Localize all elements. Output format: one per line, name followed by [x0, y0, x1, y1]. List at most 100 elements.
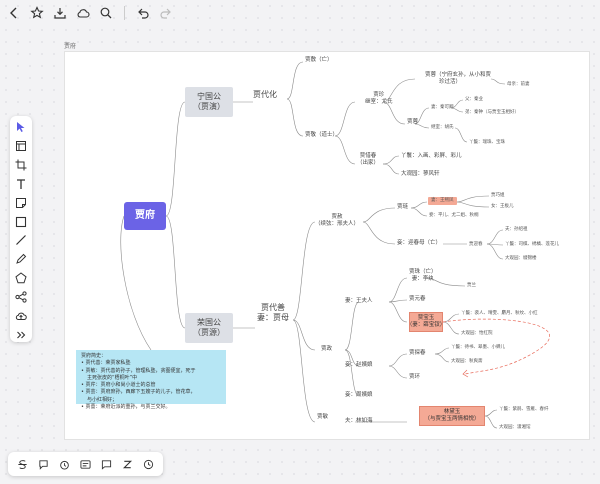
- jia-rong-node[interactable]: 贾蓉（宁府玄孙，从小和贾 珍过活）: [425, 72, 491, 86]
- polygon-icon[interactable]: [13, 271, 29, 286]
- back-icon[interactable]: [6, 5, 22, 21]
- tanchun-node[interactable]: 贾探春: [409, 350, 426, 356]
- rongguo-node[interactable]: 荣国公 （贾源）: [185, 313, 233, 343]
- share-icon[interactable]: [13, 289, 29, 304]
- yingchun-garden[interactable]: 大观园：缀锦楼: [505, 256, 537, 261]
- jia-huan-node[interactable]: 贾环: [409, 374, 421, 380]
- tanchun-maids[interactable]: 丫鬟：待书、翠墨、小蝉儿: [451, 345, 505, 350]
- line-icon[interactable]: [13, 233, 29, 248]
- note-item: 贾敏：贾代善的孙子，管理私塾，贪图便宜，死于: [81, 368, 221, 375]
- jia-zhu-node[interactable]: 贾珠（亡） 妻：李纨: [409, 269, 437, 283]
- jia-min-name: 贾敏: [317, 414, 329, 420]
- xichun-name: 贾惜春: [359, 153, 377, 159]
- qin-father[interactable]: 父：秦业: [465, 97, 483, 102]
- timer-icon[interactable]: [57, 456, 73, 472]
- vote-icon[interactable]: [141, 456, 157, 472]
- rectangle-icon[interactable]: [13, 214, 29, 229]
- lady-wang-node[interactable]: 妻：王夫人: [345, 298, 373, 304]
- root-node[interactable]: 贾府: [124, 202, 166, 230]
- jia-lan[interactable]: 贾兰: [467, 283, 476, 288]
- message-icon[interactable]: [99, 456, 115, 472]
- note-item-cont: 与小红相好；: [87, 396, 118, 403]
- daiyu-node[interactable]: 林黛玉 （与贾宝玉两情相悦）: [419, 406, 485, 426]
- rongguo-heir-wife: 妻：贾母: [257, 313, 289, 322]
- jia-jing-node[interactable]: 贾敬（道士）: [305, 132, 339, 138]
- note-item-cont: 主死张皮的“梧桐叶”中: [87, 374, 138, 381]
- yuanchun-node[interactable]: 贾元春: [409, 296, 426, 302]
- rongguo-name: （贾源）: [193, 328, 225, 337]
- baoyu-garden[interactable]: 大观园：怡红院: [461, 331, 493, 336]
- rongguo-heir-name: 贾代善: [261, 303, 285, 312]
- ningguo-name: （贾演）: [193, 102, 225, 111]
- history-note[interactable]: 贾府简史： 贾代善：荣贾家私塾 贾敏：贾代善的孙子，管理私塾，贪图便宜，死于 主…: [76, 350, 226, 410]
- zhao-node[interactable]: 妾：赵姨娘: [345, 362, 373, 368]
- text-icon[interactable]: [13, 176, 29, 191]
- cloud-icon[interactable]: [75, 5, 91, 21]
- bottom-toolbar: [8, 452, 163, 476]
- ningguo-title: 宁国公: [197, 92, 221, 101]
- jia-min-node[interactable]: 贾敏: [317, 414, 328, 421]
- select-arrow-icon[interactable]: [13, 120, 29, 135]
- jia-xichun-node[interactable]: 贾惜春 （出家）: [357, 153, 379, 167]
- crop-icon[interactable]: [13, 158, 29, 173]
- baoyu-name: 贾宝玉: [417, 315, 435, 322]
- rongguo-heir[interactable]: 贾代善 妻：贾母: [257, 303, 289, 323]
- board-title: 贾府: [64, 43, 77, 50]
- yingchun-maids[interactable]: 丫鬟：司棋、绣橘、莲花儿: [505, 242, 559, 247]
- xichun-garden[interactable]: 大观园：蓼风轩: [401, 171, 440, 177]
- baoyu-maids[interactable]: 丫鬟：袭人、晴雯、麝月、秋纹、小红: [461, 311, 538, 316]
- more-icon[interactable]: [13, 327, 29, 342]
- jia-she-node[interactable]: 贾赦 （续弦：邢夫人）: [315, 214, 359, 228]
- baoyu-node[interactable]: 贾宝玉 （妻：薛宝钗）: [407, 312, 445, 332]
- ningguo-node[interactable]: 宁国公 （贾演）: [185, 87, 233, 117]
- jia-zheng-node[interactable]: 贾政: [321, 346, 333, 352]
- qiaojie-sub[interactable]: 女：王板儿: [491, 204, 514, 209]
- star-icon[interactable]: [29, 5, 45, 21]
- note-item: 贾代善：荣贾家私塾: [81, 360, 221, 367]
- rong-second-wife[interactable]: 继室：胡氏: [431, 125, 454, 130]
- search-icon[interactable]: [98, 5, 114, 21]
- jia-fu-node[interactable]: 贾敷（亡）: [305, 57, 333, 63]
- lian-concubines[interactable]: 妾：平儿、尤二姐、秋桐: [429, 213, 479, 218]
- note-item: 贾芸：贾府庶孙，西廊下五嫂子的儿子，管花草，: [81, 389, 221, 396]
- jia-min-husband[interactable]: 夫：林如海: [345, 418, 373, 424]
- comment-icon[interactable]: [36, 456, 52, 472]
- yingchun-mother[interactable]: 妾：迎春母（亡）: [397, 240, 442, 246]
- download-icon[interactable]: [52, 5, 68, 21]
- jia-rong-son-node[interactable]: 贾蓉: [407, 119, 419, 125]
- jia-zhu-wife: 妻：李纨: [411, 275, 434, 282]
- yingchun-node[interactable]: 贾迎春: [469, 242, 483, 247]
- rong-mother[interactable]: 母亲：前妻: [507, 82, 530, 87]
- yingchun-husband[interactable]: 夫：孙绍祖: [505, 227, 528, 232]
- undo-icon[interactable]: [135, 5, 151, 21]
- ningguo-heir[interactable]: 贾代化: [253, 90, 277, 99]
- z-icon[interactable]: [120, 456, 136, 472]
- rongguo-title: 荣国公: [197, 318, 221, 327]
- qin-brother[interactable]: 弟：秦钟（与贾宝玉相好）: [465, 110, 519, 115]
- tanchun-garden[interactable]: 大观园：秋爽斋: [451, 359, 483, 364]
- qin-keqing[interactable]: 妻：秦可卿: [431, 105, 454, 110]
- upload-icon[interactable]: [13, 308, 29, 323]
- qiaojie[interactable]: 贾巧姐: [491, 193, 505, 198]
- jia-lian-node[interactable]: 贾琏: [397, 204, 409, 210]
- redo-icon[interactable]: [158, 5, 174, 21]
- strikethrough-icon[interactable]: [15, 456, 31, 472]
- xichun-maids[interactable]: 丫鬟：入画、彩屏、彩儿: [401, 153, 462, 159]
- caption-icon[interactable]: [78, 456, 94, 472]
- rong-maids[interactable]: 丫鬟：瑞珠、宝珠: [469, 140, 505, 145]
- note-list: 贾代善：荣贾家私塾 贾敏：贾代善的孙子，管理私塾，贪图便宜，死于 主死张皮的“梧…: [81, 360, 221, 411]
- frame-icon[interactable]: [13, 139, 29, 154]
- note-title: 贾府简史：: [81, 353, 107, 359]
- note-item: 贾蔷：荣府近派的重孙，与贾兰交好。: [81, 404, 221, 411]
- jia-zhen-wife: 继室：尤氏: [365, 98, 393, 105]
- zhou-node[interactable]: 妾：周姨娘: [345, 392, 373, 398]
- daiyu-maids[interactable]: 丫鬟：紫鹃、雪雁、春纤: [499, 407, 549, 412]
- daiyu-garden[interactable]: 大观园：潇湘馆: [499, 425, 531, 430]
- wang-xifeng-node[interactable]: 妻：王熙凤: [428, 197, 457, 205]
- daiyu-name: 林黛玉: [443, 409, 461, 416]
- jia-zhen-node[interactable]: 贾珍 继室：尤氏: [365, 92, 393, 106]
- sticky-note-icon[interactable]: [13, 195, 29, 210]
- pen-icon[interactable]: [13, 252, 29, 267]
- note-item: 贾芹：贾府小和尚小道士的总管: [81, 382, 221, 389]
- jia-rong-desc-1: 贾蓉（宁府玄孙，从小和贾: [425, 72, 492, 78]
